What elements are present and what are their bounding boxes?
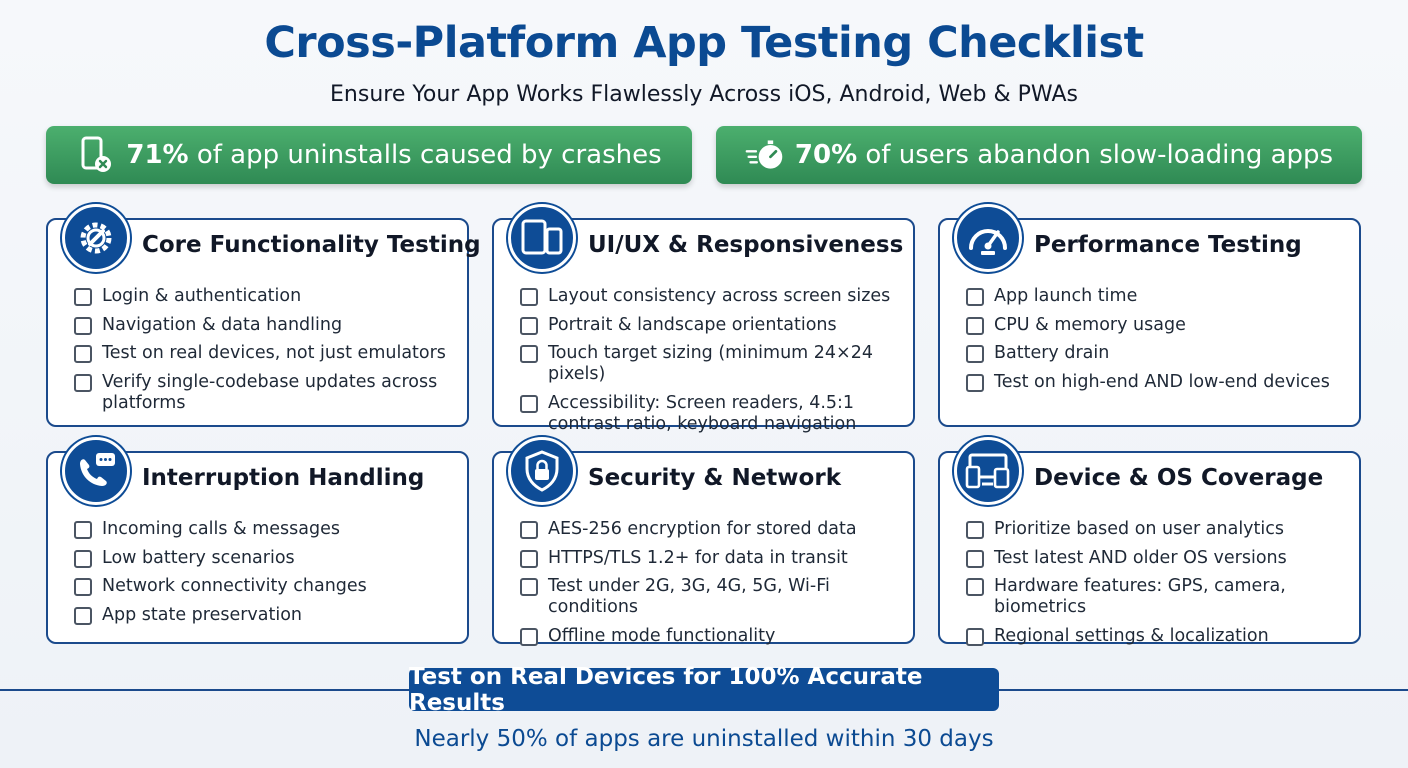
checklist-item[interactable]: HTTPS/TLS 1.2+ for data in transit — [520, 548, 905, 569]
checklist-item[interactable]: CPU & memory usage — [966, 315, 1351, 336]
checkbox[interactable] — [520, 288, 538, 306]
card-title: Core Functionality Testing — [142, 232, 481, 258]
checkbox[interactable] — [966, 316, 984, 335]
checklist-item[interactable]: Accessibility: Screen readers, 4.5:1 con… — [520, 393, 905, 435]
checkbox[interactable] — [74, 373, 92, 392]
checkbox[interactable] — [966, 578, 984, 596]
checkbox[interactable] — [74, 316, 92, 335]
gear-wrench-icon — [62, 204, 130, 272]
checkbox[interactable] — [520, 345, 538, 363]
checklist-item[interactable]: Touch target sizing (minimum 24×24 pixel… — [520, 343, 905, 385]
card-performance: Performance Testing App launch time CPU … — [938, 204, 1361, 427]
checklist-item[interactable]: AES-256 encryption for stored data — [520, 519, 905, 540]
shield-lock-icon — [508, 437, 576, 505]
stat-text: of app uninstalls caused by crashes — [188, 140, 662, 170]
stopwatch-icon — [745, 135, 785, 175]
page-subtitle: Ensure Your App Works Flawlessly Across … — [330, 82, 1078, 107]
checklist-item[interactable]: Hardware features: GPS, camera, biometri… — [966, 576, 1351, 618]
checkbox[interactable] — [966, 373, 984, 392]
stat-highlight: 71% — [126, 140, 189, 170]
checklist-item[interactable]: Offline mode functionality — [520, 626, 905, 647]
card-ui-ux: UI/UX & Responsiveness Layout consistenc… — [492, 204, 915, 434]
footer-banner: Test on Real Devices for 100% Accurate R… — [409, 664, 999, 716]
stat-text: of users abandon slow-loading apps — [857, 140, 1334, 170]
checkbox[interactable] — [74, 606, 92, 625]
card-security-network: Security & Network AES-256 encryption fo… — [492, 437, 915, 646]
page-title: Cross-Platform App Testing Checklist — [264, 18, 1144, 68]
checklist: Prioritize based on user analytics Test … — [966, 519, 1351, 654]
phone-chat-icon — [62, 437, 130, 505]
card-title: Performance Testing — [1034, 232, 1302, 258]
card-title: Interruption Handling — [142, 465, 425, 491]
card-core-functionality: Core Functionality Testing Login & authe… — [46, 204, 481, 427]
checkbox[interactable] — [520, 627, 538, 646]
checklist-item[interactable]: Test latest AND older OS versions — [966, 548, 1351, 569]
checklist-item[interactable]: Test under 2G, 3G, 4G, 5G, Wi-Fi conditi… — [520, 576, 905, 618]
checkbox[interactable] — [520, 521, 538, 539]
checklist-item[interactable]: Test on real devices, not just emulators — [74, 343, 459, 364]
checkbox[interactable] — [74, 345, 92, 363]
checklist-item[interactable]: Verify single-codebase updates across pl… — [74, 372, 459, 414]
checklist-item[interactable]: Regional settings & localization — [966, 626, 1351, 647]
checkbox[interactable] — [966, 288, 984, 306]
checkbox[interactable] — [520, 578, 538, 596]
checklist-item[interactable]: App launch time — [966, 286, 1351, 307]
checklist-item[interactable]: Network connectivity changes — [74, 576, 459, 597]
checkbox[interactable] — [520, 316, 538, 335]
checkbox[interactable] — [966, 627, 984, 646]
checklist-item[interactable]: Test on high-end AND low-end devices — [966, 372, 1351, 393]
speedometer-icon — [954, 204, 1022, 272]
stat-banner-slow-loading: 70% of users abandon slow-loading apps — [716, 126, 1362, 184]
checklist: App launch time CPU & memory usage Batte… — [966, 286, 1351, 400]
checkbox[interactable] — [74, 549, 92, 568]
checkbox[interactable] — [74, 288, 92, 306]
checkbox[interactable] — [520, 394, 538, 413]
card-title: Device & OS Coverage — [1034, 465, 1324, 491]
checkbox[interactable] — [966, 521, 984, 539]
stat-highlight: 70% — [794, 140, 858, 170]
checklist: Login & authentication Navigation & data… — [74, 286, 459, 421]
checklist-item[interactable]: Layout consistency across screen sizes — [520, 286, 905, 307]
checklist-item[interactable]: Navigation & data handling — [74, 315, 459, 336]
checkbox[interactable] — [966, 345, 984, 363]
phone-crash-icon — [76, 135, 116, 175]
checklist-item[interactable]: Incoming calls & messages — [74, 519, 459, 540]
checklist-item[interactable]: Battery drain — [966, 343, 1351, 364]
devices-icon — [508, 204, 576, 272]
card-title: Security & Network — [588, 465, 841, 491]
checkbox[interactable] — [966, 549, 984, 568]
checklist-item[interactable]: Low battery scenarios — [74, 548, 459, 569]
checklist-item[interactable]: App state preservation — [74, 605, 459, 626]
card-interruption-handling: Interruption Handling Incoming calls & m… — [46, 437, 469, 644]
checklist: Layout consistency across screen sizes P… — [520, 286, 905, 442]
monitor-devices-icon — [954, 437, 1022, 505]
checklist: Incoming calls & messages Low battery sc… — [74, 519, 459, 633]
checkbox[interactable] — [520, 549, 538, 568]
checklist-item[interactable]: Portrait & landscape orientations — [520, 315, 905, 336]
checkbox[interactable] — [74, 578, 92, 596]
checklist: AES-256 encryption for stored data HTTPS… — [520, 519, 905, 654]
stat-banner-crashes: 71% of app uninstalls caused by crashes — [46, 126, 692, 184]
card-device-os-coverage: Device & OS Coverage Prioritize based on… — [938, 437, 1361, 646]
checkbox[interactable] — [74, 521, 92, 539]
footer-note: Nearly 50% of apps are uninstalled withi… — [414, 726, 994, 752]
checklist-item[interactable]: Login & authentication — [74, 286, 459, 307]
checklist-item[interactable]: Prioritize based on user analytics — [966, 519, 1351, 540]
card-title: UI/UX & Responsiveness — [588, 232, 904, 258]
